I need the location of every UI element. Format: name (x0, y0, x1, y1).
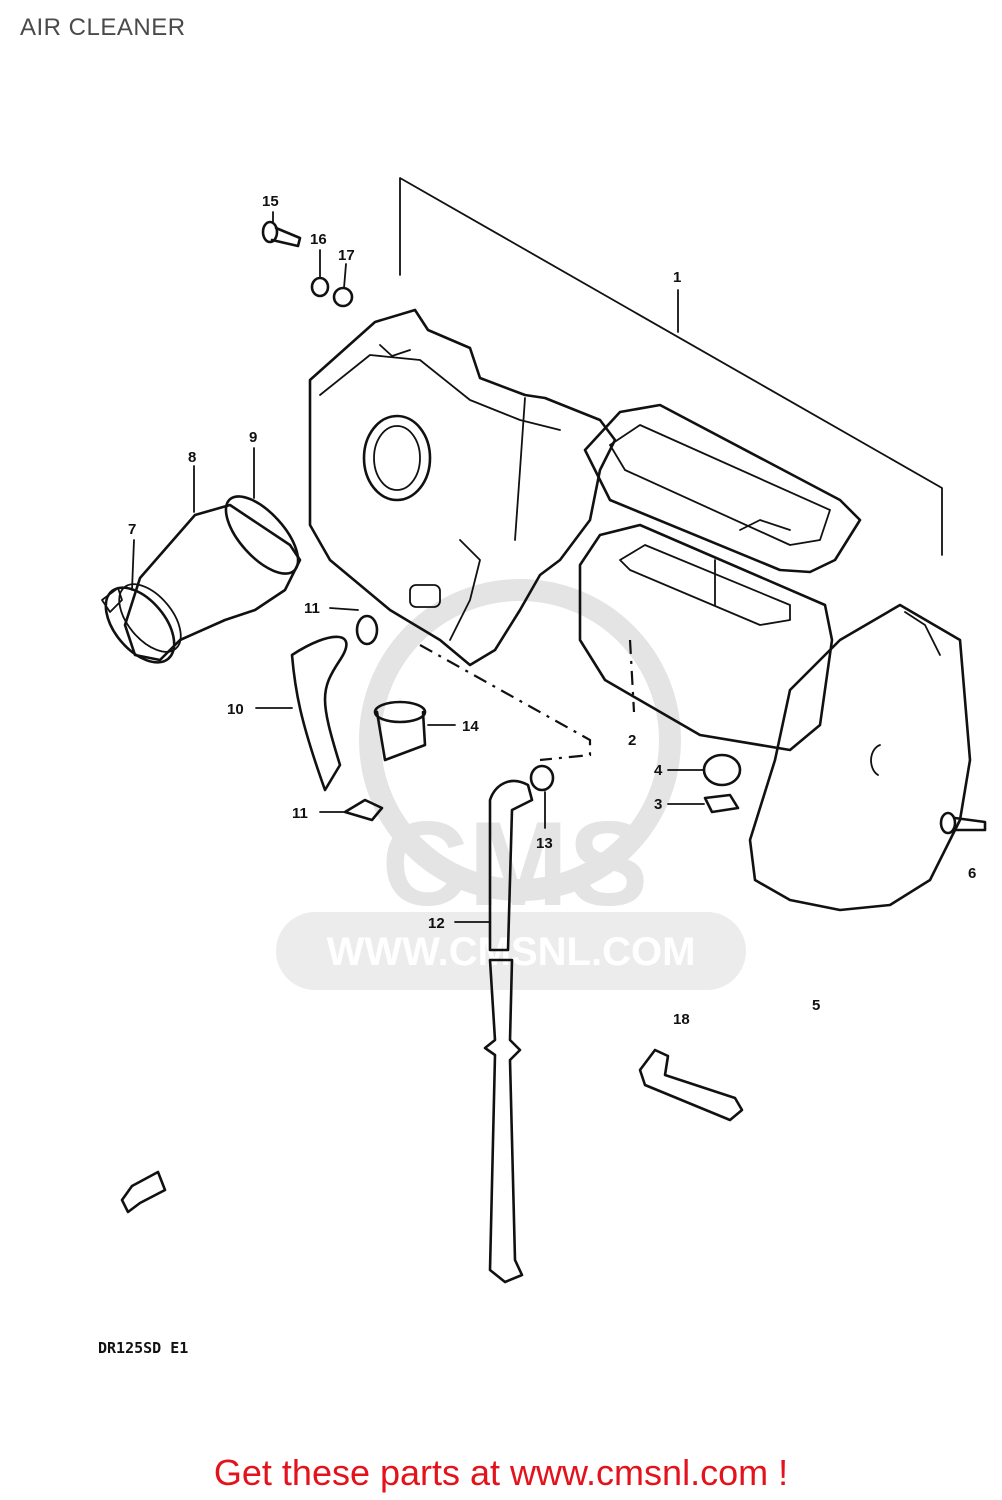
callout-8: 8 (188, 449, 196, 466)
clamp-11-lower (343, 798, 384, 822)
bolt-15 (261, 220, 302, 248)
callout-12: 12 (428, 915, 445, 932)
air-cleaner-cover (748, 603, 972, 912)
filter-element-frame (583, 403, 862, 574)
callout-3: 3 (654, 796, 662, 813)
callout-18: 18 (673, 1011, 690, 1028)
page-title: AIR CLEANER (20, 14, 186, 41)
assembly-bracket (399, 177, 943, 762)
nut-17 (332, 286, 354, 308)
nut-3 (703, 793, 740, 814)
callout-16: 16 (310, 231, 327, 248)
callout-11-upper: 11 (304, 600, 320, 617)
model-code: DR125SD E1 (98, 1339, 188, 1357)
intake-duct (101, 495, 302, 664)
cms-watermark: CMS WWW.CMSNL.COM (276, 579, 746, 990)
air-cleaner-case (308, 308, 617, 667)
filter-element (578, 523, 834, 752)
footer-parts-link[interactable]: Get these parts at www.cmsnl.com ! (213, 1452, 789, 1493)
callout-15: 15 (262, 193, 279, 210)
forward-arrow-icon (120, 1170, 167, 1214)
callout-14: 14 (462, 718, 479, 735)
callout-6: 6 (968, 865, 976, 882)
watermark-logo-text: CMS (382, 797, 649, 931)
callout-1: 1 (673, 269, 681, 286)
callout-11-lower: 11 (292, 805, 308, 822)
washer-16 (310, 276, 330, 298)
callout-5: 5 (812, 997, 820, 1014)
callout-4: 4 (654, 762, 663, 779)
drain-hose-12 (483, 764, 555, 1284)
callout-10: 10 (227, 701, 244, 718)
callout-9: 9 (249, 429, 257, 446)
callout-13: 13 (536, 835, 553, 852)
leader-lines (131, 211, 705, 923)
grommet-4 (702, 753, 742, 787)
callout-labels: 1 2 3 4 5 6 7 8 9 10 11 11 12 13 14 15 1… (128, 193, 976, 1028)
drain-hose-10 (290, 635, 348, 792)
screw-6 (939, 811, 987, 835)
callout-7: 7 (128, 521, 136, 538)
plate-18 (638, 1048, 744, 1122)
callout-2: 2 (628, 732, 636, 749)
clamp-11-upper (355, 614, 379, 646)
cap-14 (373, 700, 427, 762)
callout-17: 17 (338, 247, 355, 264)
